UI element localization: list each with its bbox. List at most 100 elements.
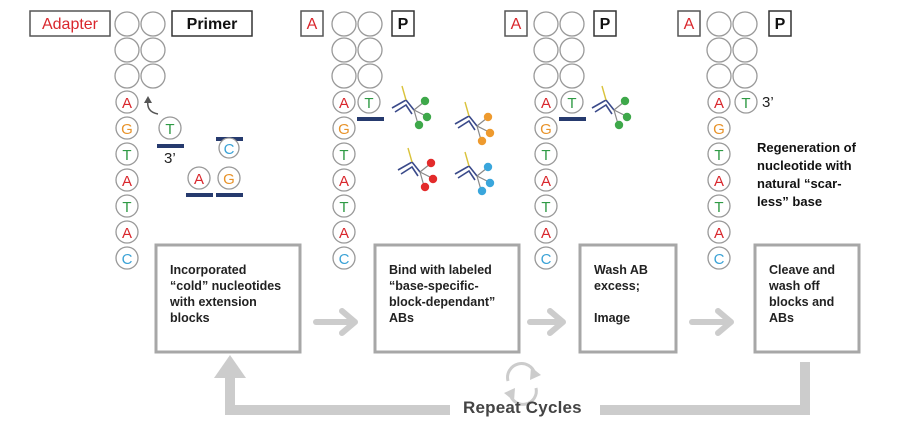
svg-text:P: P: [775, 16, 786, 33]
template-base-circle: [332, 220, 356, 244]
template-base-circle: [115, 116, 139, 140]
free-nucleotide-c: C: [216, 137, 243, 159]
adapter-bead: [140, 11, 166, 37]
template-base-circle: [115, 220, 139, 244]
adapter-bead: [357, 11, 383, 37]
antibody-chain: [457, 119, 476, 131]
adapter-short-label-3: A: [504, 10, 528, 37]
svg-text:A: A: [511, 16, 522, 33]
adapter-bead: [706, 11, 732, 37]
adapter-bead: [114, 37, 140, 63]
adapter-bead: [706, 63, 732, 89]
adapter-bead: [114, 11, 140, 37]
incorporated-nucleotide-t: T: [157, 116, 184, 148]
template-base-circle: [534, 116, 558, 140]
fluorescent-dye-dot: [422, 112, 432, 122]
fluorescent-dye-dot: [420, 96, 430, 106]
template-base-t: T: [714, 199, 723, 216]
step-box-cleave: [753, 243, 861, 354]
step-text-incorporate: Incorporated “cold” nucleotides with ext…: [170, 263, 282, 325]
template-base-c: C: [122, 251, 133, 268]
svg-text:A: A: [194, 171, 204, 188]
svg-text:A: A: [684, 16, 695, 33]
template-base-circle: [534, 168, 558, 192]
antibody-chain: [457, 169, 476, 181]
fluorescent-dye-dot: [622, 112, 632, 122]
template-base-circle: [332, 116, 356, 140]
adapter-label: Adapter: [29, 10, 111, 37]
svg-text:C: C: [224, 141, 235, 158]
repeat-label-bg: [450, 395, 600, 423]
svg-text:P: P: [398, 16, 409, 33]
svg-text:Primer: Primer: [187, 16, 238, 33]
adapter-bead: [140, 37, 166, 63]
template-base-t: T: [339, 199, 348, 216]
antibody-chain: [454, 164, 478, 177]
primer-label: Primer: [171, 10, 253, 37]
template-base-circle: [707, 142, 731, 166]
template-base-a: A: [339, 95, 349, 112]
antibody-green-bound: [591, 85, 632, 130]
extension-block: [559, 117, 586, 121]
template-base-circle: [707, 90, 731, 114]
template-base-c: C: [339, 251, 350, 268]
fluorescent-dye-dot: [428, 174, 438, 184]
template-base-circle: [115, 194, 139, 218]
template-base-circle: [534, 194, 558, 218]
template-base-circle: [332, 90, 356, 114]
primer-short-label-2: P: [391, 10, 415, 37]
template-base-t: T: [122, 199, 131, 216]
svg-text:T: T: [364, 95, 373, 112]
svg-text:T: T: [165, 121, 174, 138]
svg-text:P: P: [600, 16, 611, 33]
flow-arrow-1: [313, 308, 358, 336]
antibody-chain: [401, 85, 407, 101]
antibody-chain: [397, 160, 421, 173]
fluorescent-dye-dot: [485, 178, 495, 188]
template-base-circle: [332, 142, 356, 166]
svg-text:T: T: [741, 95, 750, 112]
adapter-bead: [533, 11, 559, 37]
regeneration-note: Regeneration of nucleotide with natural …: [757, 140, 856, 209]
antibody-chain: [464, 151, 470, 167]
antibody-chain: [394, 103, 413, 115]
antibody-chain: [594, 103, 613, 115]
template-base-circle: [115, 168, 139, 192]
template-base-circle: [534, 90, 558, 114]
antibody-orange: [454, 101, 495, 146]
template-base-a: A: [122, 173, 132, 190]
template-base-c: C: [541, 251, 552, 268]
template-base-a: A: [714, 173, 724, 190]
adapter-short-label-2: A: [300, 10, 324, 37]
fluorescent-dye-dot: [485, 128, 495, 138]
adapter-bead: [331, 37, 357, 63]
antibody-chain: [407, 147, 413, 163]
template-base-a: A: [122, 225, 132, 242]
step-box-bind: [373, 243, 521, 354]
template-base-g: G: [540, 121, 552, 138]
antibody-red: [397, 147, 438, 192]
repeat-arrow-head: [214, 355, 246, 378]
svg-text:Adapter: Adapter: [42, 16, 99, 33]
adapter-bead: [114, 63, 140, 89]
antibody-green: [391, 85, 432, 130]
fluorescent-dye-dot: [477, 136, 487, 146]
extension-arrow-head: [144, 96, 152, 103]
antibody-chain: [391, 98, 415, 111]
svg-text:T: T: [567, 95, 576, 112]
adapter-bead: [357, 37, 383, 63]
template-base-circle: [707, 220, 731, 244]
extension-block: [357, 117, 384, 121]
recycle-icon: [504, 362, 541, 406]
free-nucleotide-g: G: [216, 166, 243, 197]
antibody-chain: [400, 165, 419, 177]
template-base-circle: [332, 246, 356, 270]
fluorescent-dye-dot: [426, 158, 436, 168]
fluorescent-dye-dot: [483, 112, 493, 122]
template-base-circle: [707, 168, 731, 192]
fluorescent-dye-dot: [483, 162, 493, 172]
